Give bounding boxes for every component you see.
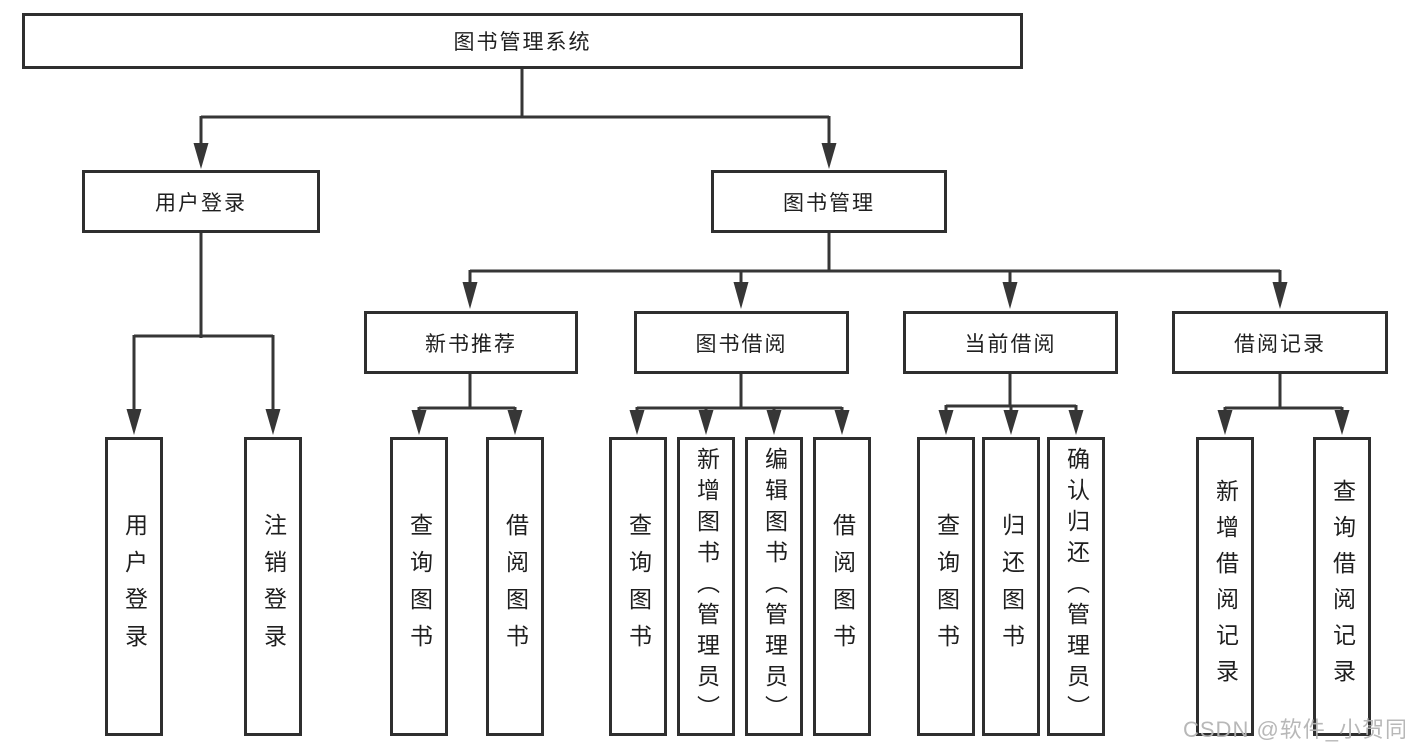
- leaf-query-books-current: 查询图书: [917, 437, 975, 736]
- leaf-add-borrow-record: 新增借阅记录: [1196, 437, 1254, 736]
- node-label: 查询图书: [406, 512, 433, 661]
- csdn-watermark: CSDN @软件_小贺同学: [1183, 717, 1405, 742]
- node-label: 借阅记录: [1234, 332, 1326, 356]
- node-label: 查询图书: [625, 512, 652, 661]
- node-label: 用户登录: [121, 512, 148, 661]
- node-label: 查询借阅记录: [1329, 478, 1356, 695]
- node-label: 图书管理系统: [453, 31, 592, 54]
- node-new-book-recommend: 新书推荐: [364, 311, 578, 374]
- node-label: 借阅图书: [502, 512, 529, 661]
- node-book-management: 图书管理: [711, 170, 947, 233]
- leaf-logout: 注销登录: [244, 437, 302, 736]
- node-label: 图书管理: [783, 191, 875, 215]
- node-user-login: 用户登录: [82, 170, 320, 233]
- node-label: 编辑图书（管理员）: [761, 447, 788, 726]
- arrowheads: [126, 143, 1350, 435]
- node-label: 当前借阅: [964, 332, 1057, 356]
- node-label: 用户登录: [155, 191, 247, 215]
- node-label: 借阅图书: [829, 512, 856, 661]
- leaf-edit-books-admin: 编辑图书（管理员）: [745, 437, 803, 736]
- leaf-query-borrow-record: 查询借阅记录: [1313, 437, 1371, 736]
- node-label: 查询图书: [933, 512, 960, 661]
- leaf-user-login: 用户登录: [105, 437, 163, 736]
- node-library-management-system: 图书管理系统: [22, 13, 1023, 69]
- node-label: 新增图书（管理员）: [693, 447, 720, 726]
- leaf-query-books-recommend: 查询图书: [390, 437, 448, 736]
- node-label: 图书借阅: [695, 332, 788, 356]
- node-borrow-records: 借阅记录: [1172, 311, 1388, 374]
- node-label: 新书推荐: [425, 332, 517, 356]
- leaf-return-books: 归还图书: [982, 437, 1040, 736]
- node-label: 注销登录: [260, 512, 287, 661]
- leaf-borrow-books-recommend: 借阅图书: [486, 437, 544, 736]
- leaf-add-books-admin: 新增图书（管理员）: [677, 437, 735, 736]
- node-book-borrow: 图书借阅: [634, 311, 849, 374]
- leaf-confirm-return-admin: 确认归还（管理员）: [1047, 437, 1105, 736]
- node-label: 确认归还（管理员）: [1063, 447, 1090, 726]
- node-current-borrow: 当前借阅: [903, 311, 1118, 374]
- leaf-borrow-books: 借阅图书: [813, 437, 871, 736]
- node-label: 归还图书: [998, 512, 1025, 661]
- leaf-query-books-borrow: 查询图书: [609, 437, 667, 736]
- node-label: 新增借阅记录: [1212, 478, 1239, 695]
